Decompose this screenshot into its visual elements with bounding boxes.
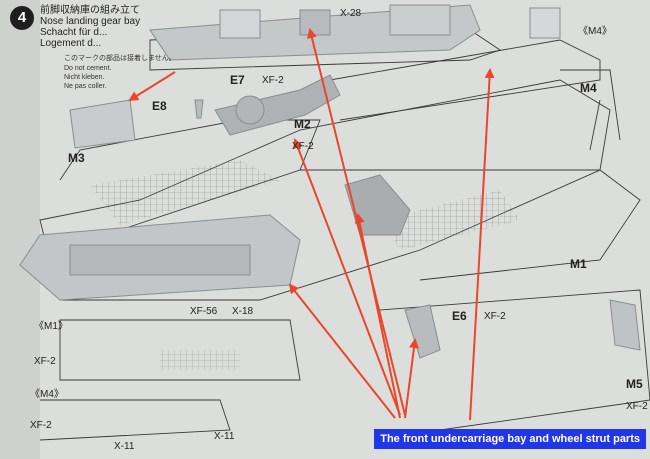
plastic-parts xyxy=(19,4,641,359)
label-m4-right: M4 xyxy=(580,81,597,95)
arrow-to-m2 xyxy=(293,138,401,416)
red-arrows xyxy=(128,28,495,421)
paper-shadow xyxy=(0,0,40,459)
label-xf2-left2: XF-2 xyxy=(30,420,52,431)
part-m3-panel xyxy=(69,99,136,149)
label-e7: E7 xyxy=(230,73,245,87)
label-m5: M5 xyxy=(626,377,643,391)
cement-note-jp: このマークの部品は接着しません。 xyxy=(64,55,176,62)
part-m5-door xyxy=(609,299,641,351)
part-top-box-b xyxy=(299,9,331,36)
title-en: Nose landing gear bay xyxy=(40,16,141,27)
label-e7-paint: XF-2 xyxy=(262,75,284,86)
arrow-to-m3 xyxy=(128,71,176,102)
arrow-to-bay xyxy=(288,283,396,419)
label-e6: E6 xyxy=(452,309,467,323)
label-m1-bottom: 《M1》 xyxy=(34,321,68,332)
part-top-box-c xyxy=(389,4,451,36)
part-e7-joint xyxy=(235,95,265,125)
cement-note-fr: Ne pas coller. xyxy=(64,83,107,90)
title-de: Schacht für d... xyxy=(40,27,108,38)
label-x28: X-28 xyxy=(340,8,362,19)
label-x11-a: X-11 xyxy=(114,441,135,452)
label-m2: M2 xyxy=(294,117,311,131)
label-x11-b: X-11 xyxy=(214,431,235,442)
label-m4-top: 《M4》 xyxy=(578,26,612,37)
label-m1: M1 xyxy=(570,257,587,271)
step-number-badge: 4 xyxy=(10,6,34,30)
label-m4-bottom: 《M4》 xyxy=(30,389,64,400)
label-xf2-left: XF-2 xyxy=(34,356,56,367)
label-m5-paint: XF-2 xyxy=(626,401,648,412)
label-m3: M3 xyxy=(68,151,85,165)
label-e6-paint: XF-2 xyxy=(484,311,506,322)
photo-caption: The front undercarriage bay and wheel st… xyxy=(374,429,646,449)
arrow-to-e6 xyxy=(404,338,419,419)
cement-note-de: Nicht kleben. xyxy=(64,74,105,81)
cement-note-en: Do not cement. xyxy=(64,65,112,72)
part-top-box-a xyxy=(219,9,261,39)
part-e8 xyxy=(194,99,204,119)
arrow-to-top-right xyxy=(469,68,495,421)
label-e8: E8 xyxy=(152,99,167,113)
label-xf56: XF-56 xyxy=(190,306,218,317)
hatched-panels xyxy=(90,160,520,370)
arrow-to-door xyxy=(354,213,401,419)
part-m1-bay-inner xyxy=(69,244,251,276)
label-x18: X-18 xyxy=(232,306,254,317)
part-top-box-d xyxy=(529,7,561,39)
label-m2-paint: XF-2 xyxy=(292,141,314,152)
title-jp: 前脚収納庫の組み立て xyxy=(40,5,140,16)
title-fr: Logement d... xyxy=(40,38,102,49)
